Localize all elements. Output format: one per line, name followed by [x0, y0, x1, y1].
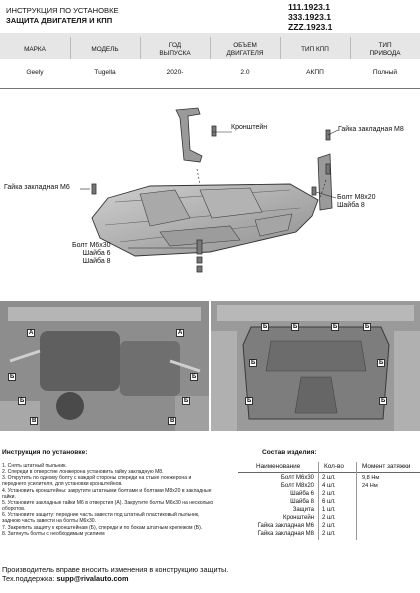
- instruction-line: переднего усилителя, для установки кронш…: [2, 481, 123, 488]
- marker-b: Б: [190, 373, 199, 381]
- parts-table-header: Наименование Кол-во Момент затяжки: [238, 462, 420, 472]
- marker-v: В: [168, 417, 177, 425]
- label-nut-m8: Гайка закладная М8: [338, 126, 404, 133]
- label-nut-m6: Гайка закладная М6: [4, 184, 70, 191]
- marker-b: Б: [249, 359, 258, 367]
- installation-photos: А А Б Б Б Б В В Б Б Б Б Б Б Б Б: [0, 301, 420, 431]
- label-bracket: Кронштейн: [231, 124, 268, 131]
- photo-before-install: А А Б Б Б Б В В: [0, 301, 209, 431]
- marker-a: А: [176, 329, 185, 337]
- spec-value-gearbox: АКПП: [306, 69, 324, 76]
- spec-separator: [210, 37, 211, 59]
- part-code: ZZZ.1923.1: [288, 22, 333, 32]
- instruction-title: ИНСТРУКЦИЯ ПО УСТАНОВКЕ: [6, 6, 119, 15]
- marker-b: Б: [245, 397, 254, 405]
- instruction-line: гайки.: [2, 493, 16, 500]
- instruction-line: 2. Спереди в отверстие лонжерона установ…: [2, 469, 164, 476]
- part-code: 333.1923.1: [288, 12, 332, 22]
- installed-plate-photo: [211, 301, 420, 431]
- spec-separator: [70, 37, 71, 59]
- spec-value-model: Tugella: [94, 69, 116, 76]
- col-qty: Кол-во: [324, 463, 344, 470]
- marker-b: Б: [363, 323, 372, 331]
- instruction-line: 8. Затянуть болты с необходимым усилием: [2, 530, 105, 537]
- spec-value-engine: 2.0: [240, 69, 250, 76]
- support-label: Тех.поддержка:: [2, 574, 55, 583]
- instruction-line: 5. Установите закладные гайки М6 в отвер…: [2, 499, 214, 506]
- footer-disclaimer: Производитель вправе вносить изменения в…: [2, 565, 229, 574]
- document-footer: Производитель вправе вносить изменения в…: [2, 565, 228, 583]
- instruction-line: 4. Установить кронштейны: закрутите штат…: [2, 487, 212, 494]
- marker-b: Б: [182, 397, 191, 405]
- instruction-line: 6. Установите защиту: передние часть зав…: [2, 512, 200, 519]
- marker-a: А: [27, 329, 36, 337]
- exploded-diagram: Кронштейн Гайка закладная М8 Гайка закла…: [0, 90, 420, 300]
- skid-plate-illustration: [80, 107, 339, 273]
- col-torque: Момент затяжки: [362, 463, 411, 470]
- marker-v: В: [30, 417, 39, 425]
- instruction-line: 1. Снять штатный пыльник.: [2, 463, 67, 469]
- spec-separator: [350, 37, 351, 59]
- instruction-line: оборотов.: [2, 506, 26, 513]
- parts-col-divider: [356, 462, 357, 540]
- spec-value-year: 2020-: [166, 69, 184, 76]
- parts-col-divider: [318, 462, 319, 540]
- spec-value-brand: Geely: [26, 69, 44, 76]
- instruction-line: заднюю часть завести на болты М6х30.: [2, 518, 97, 525]
- spec-header-gearbox: ТИП КПП: [301, 46, 329, 53]
- product-title: ЗАЩИТА ДВИГАТЕЛЯ И КПП: [6, 15, 113, 25]
- document-header: ИНСТРУКЦИЯ ПО УСТАНОВКЕ ЗАЩИТА ДВИГАТЕЛЯ…: [6, 6, 119, 25]
- part-code: 111.1923.1: [288, 2, 331, 12]
- marker-b: Б: [18, 397, 27, 405]
- footer-support: Тех.поддержка: supp@rivalauto.com: [2, 574, 228, 583]
- instructions-steps: 1. Снять штатный пыльник. 2. Спереди в о…: [2, 463, 234, 537]
- parts-header-line: [238, 472, 420, 473]
- parts-title: Состав изделия:: [262, 449, 317, 456]
- part-codes: 111.1923.1 333.1923.1 ZZZ.1923.1: [288, 2, 332, 32]
- instruction-line: 3. Открутить по одному болту с каждой ст…: [2, 475, 192, 482]
- photo-after-install: Б Б Б Б Б Б Б Б: [211, 301, 420, 431]
- spec-header-model: МОДЕЛЬ: [91, 46, 119, 53]
- marker-b: Б: [331, 323, 340, 331]
- instruction-line: 7. Закрепить защиту к кронштейнам (Б), с…: [2, 524, 203, 531]
- support-email[interactable]: supp@rivalauto.com: [56, 574, 129, 583]
- instructions-title: Инструкция по установке:: [2, 449, 88, 456]
- marker-b: Б: [377, 359, 386, 367]
- marker-b: Б: [379, 397, 388, 405]
- engine-bay-photo: [0, 301, 209, 431]
- marker-b: Б: [8, 373, 17, 381]
- spec-header-brand: МАРКА: [24, 46, 46, 53]
- spec-bottom-line: [0, 88, 420, 89]
- spec-separator: [140, 37, 141, 59]
- marker-b: Б: [261, 323, 270, 331]
- spec-separator: [280, 37, 281, 59]
- col-name: Наименование: [256, 463, 301, 470]
- marker-b: Б: [291, 323, 300, 331]
- spec-value-drive: Полный: [372, 69, 398, 76]
